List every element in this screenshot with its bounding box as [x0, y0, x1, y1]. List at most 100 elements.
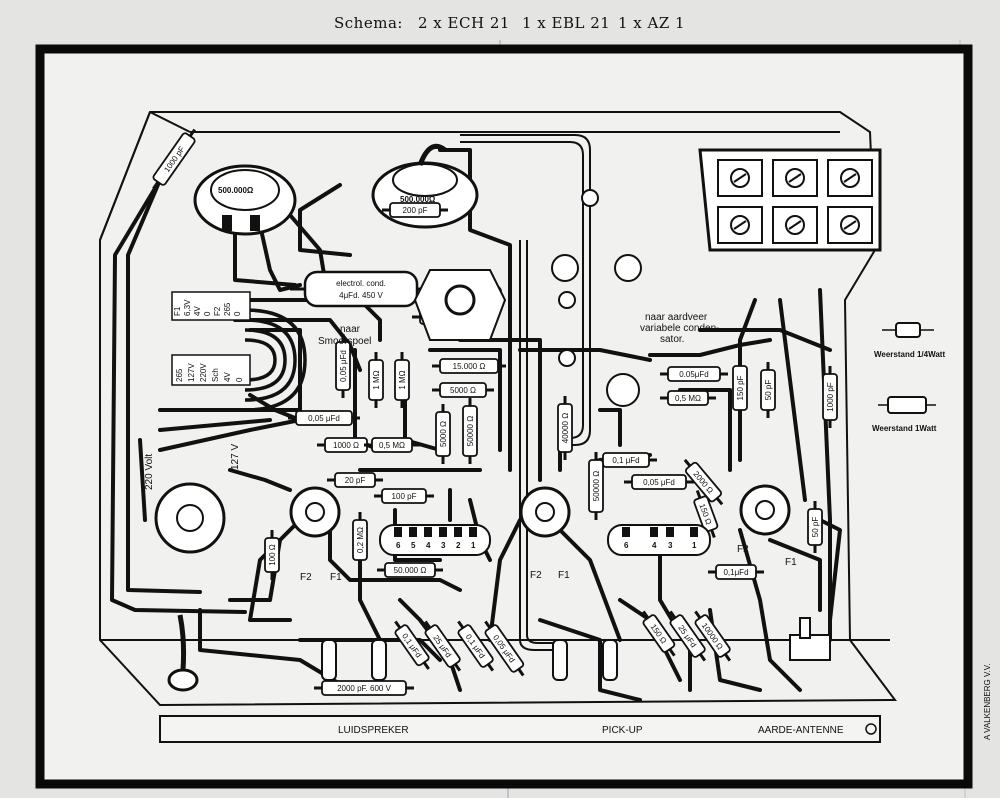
header-tube-az1: 1 x AZ 1	[618, 14, 686, 32]
voltage-selector	[154, 482, 226, 554]
resistor-150: 150 Ω	[693, 489, 719, 538]
legend: Weerstand 1/4Watt Weerstand 1Watt	[872, 322, 945, 433]
label-f2-mid: F2	[530, 570, 542, 581]
resistor-150-axial: 150 Ω	[642, 610, 676, 657]
electrol-label: electrol. cond.	[336, 279, 386, 288]
resistor-40000-label: 40000 Ω	[561, 413, 570, 443]
note-aardveer-3: sator.	[660, 334, 684, 345]
tap-label: F1	[173, 306, 182, 316]
resistor-one-watt-icon	[878, 396, 936, 414]
schema-label: Schema:	[334, 14, 403, 32]
screw-icon	[717, 206, 763, 244]
resistor-50000-c-label: 50.000 Ω	[394, 566, 427, 575]
resistor-1m-a-label: 1 MΩ	[372, 370, 381, 389]
capacitor-25-b: 25 μFd	[669, 610, 707, 662]
resistor-05m-b-label: 0,5 MΩ	[675, 394, 701, 403]
capacitor-100pf: 100 pF	[374, 488, 434, 504]
screw-terminal-block	[698, 148, 882, 252]
aerial-socket-icon	[865, 723, 877, 735]
resistor-15000-label: 15.000 Ω	[453, 362, 486, 371]
tap-label: 6,3V	[183, 299, 192, 316]
label-pickup: PICK-UP	[602, 725, 643, 736]
tube-socket-right	[739, 484, 791, 536]
note-naar: naar	[340, 324, 361, 335]
resistor-5000: 5000 Ω	[432, 382, 494, 398]
resistor-05m: 0,5 MΩ	[364, 437, 420, 453]
capacitor-50pf-small: 50 pF	[807, 501, 823, 553]
pin-label: 3	[668, 541, 673, 550]
capacitor-01-a-label: 0,1 μFd	[612, 456, 639, 465]
capacitor-150pf-label: 150 pF	[736, 375, 745, 400]
label-f1-right: F1	[785, 557, 797, 568]
resistor-100: 100 Ω	[264, 530, 280, 580]
capacitor-005-axial: 0,05 μFd	[484, 620, 525, 677]
capacitor-50pf-small-label: 50 pF	[811, 517, 820, 538]
capacitor-01-b-label: 0,1μFd	[723, 568, 748, 577]
resistor-05m-label: 0,5 MΩ	[379, 441, 405, 450]
aerial-connector	[789, 617, 831, 661]
resistor-1m-b: 1 MΩ	[394, 352, 410, 408]
capacitor-005-c-label: 0,05 μFd	[643, 478, 675, 487]
screw-icon	[772, 206, 818, 244]
output-plugs	[321, 639, 618, 681]
pin-label: 2	[456, 541, 461, 550]
tap-label: Sch	[211, 368, 220, 382]
resistor-50000-b: 50000 Ω	[588, 452, 604, 520]
screw-icon	[717, 159, 763, 197]
pin-label: 5	[411, 541, 416, 550]
resistor-1000-label: 1000 Ω	[333, 441, 359, 450]
capacitor-1000pf-right-label: 1000 pF	[826, 382, 835, 411]
pin-label: 3	[441, 541, 446, 550]
capacitor-200pf-label: 200 pF	[403, 206, 428, 215]
pin-label: 4	[652, 541, 657, 550]
margin-note: A VALKENBERG V.V.	[983, 663, 992, 740]
power-cable-grommet	[167, 614, 199, 692]
capacitor-2000pf: 2000 pF. 600 V	[314, 680, 414, 696]
capacitor-200pf: 200 pF	[382, 202, 448, 218]
resistor-quarter-watt-icon	[882, 322, 934, 338]
resistor-1m-b-label: 1 MΩ	[398, 370, 407, 389]
capacitor-005-a-label: 0,05 μFd	[339, 350, 348, 382]
electrolytic-can	[413, 269, 507, 341]
label-luidspreker: LUIDSPREKER	[338, 725, 409, 736]
pot2-value: 500.000Ω	[400, 195, 436, 204]
electrol-value: 4μFd. 450 V	[339, 291, 383, 300]
capacitor-1000pf-right: 1000 pF	[822, 366, 838, 428]
capacitor-50pf-label: 50 pF	[764, 380, 773, 401]
label-220-volt: 220 Volt	[144, 454, 155, 490]
electrolytic-capacitor: electrol. cond. 4μFd. 450 V	[290, 270, 432, 308]
label-127-v: 127 V	[230, 444, 241, 470]
note-aardveer-2: variabele conden-	[640, 323, 720, 334]
capacitor-01-a: 0,1 μFd	[595, 452, 657, 468]
pin-label: 6	[396, 541, 401, 550]
tap-label: 0	[235, 377, 244, 382]
pin-label: 6	[624, 541, 629, 550]
terminal-strip	[159, 715, 881, 743]
resistor-02m: 0,2 MΩ	[352, 512, 368, 568]
legend-quarter-watt: Weerstand 1/4Watt	[874, 350, 945, 359]
note-aardveer-1: naar aardveer	[645, 312, 708, 323]
tap-label: 265	[175, 368, 184, 382]
wire-loom	[244, 308, 307, 412]
resistor-02m-label: 0,2 MΩ	[356, 527, 365, 553]
resistor-50000-c: 50.000 Ω	[377, 562, 443, 578]
resistor-1m-a: 1 MΩ	[368, 352, 384, 408]
legend-one-watt: Weerstand 1Watt	[872, 424, 937, 433]
capacitor-50pf: 50 pF	[760, 362, 776, 418]
screw-icon	[827, 206, 873, 244]
capacitor-01-axial-b: 0,1 μFd	[457, 620, 495, 672]
capacitor-2000pf-label: 2000 pF. 600 V	[337, 684, 391, 693]
resistor-2000: 2000 Ω	[683, 458, 724, 506]
tap-label: 127V	[187, 363, 196, 382]
label-f2-right: F2	[737, 544, 749, 555]
resistor-50000-v-label: 50000 Ω	[466, 416, 475, 446]
tap-label: 265	[223, 302, 232, 316]
label-aarde-antenne: AARDE-ANTENNE	[758, 725, 844, 736]
tube-socket-left	[289, 486, 341, 538]
capacitor-005-d: 0.05μFd	[660, 366, 728, 382]
tap-label: 4V	[193, 306, 202, 316]
